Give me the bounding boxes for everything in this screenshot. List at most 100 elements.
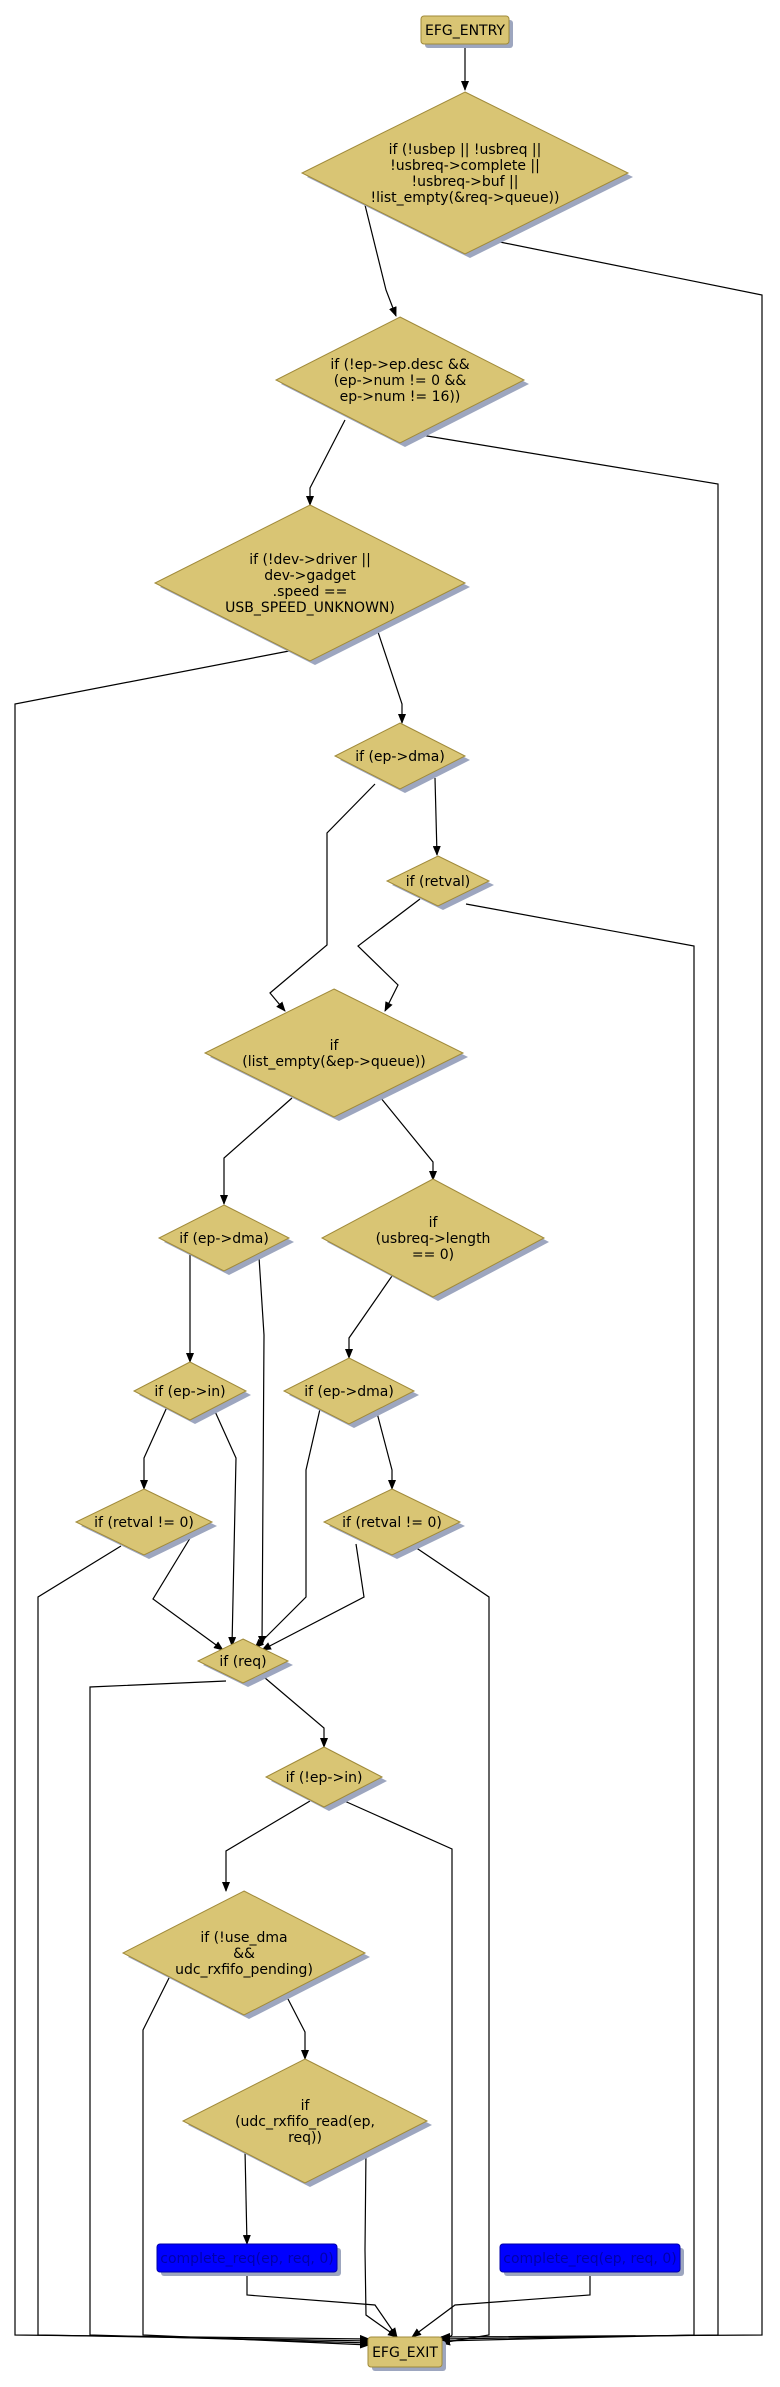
diamond-shape: [74, 1488, 214, 1556]
edge-d4-d5: [432, 777, 441, 856]
edge-d9-d13: [212, 1406, 237, 1647]
edge-d1-d2: [364, 204, 397, 317]
edge-d11-d13: [152, 1529, 224, 1651]
edges: [14, 44, 763, 2349]
edge-d15-exit: [142, 1971, 370, 2349]
edge-d12-exit: [411, 1544, 490, 2346]
decision-node-d5: if (retval): [385, 855, 494, 910]
decision-node-d14: if (!ep->in): [264, 1746, 387, 1811]
node-label-line: (list_empty(&ep->queue)): [242, 1054, 425, 1070]
decision-node-d13: if (req): [196, 1638, 293, 1687]
node-label-line: !usbreq->complete ||: [390, 158, 540, 174]
diamond-shape: [320, 1178, 546, 1298]
node-label-line: EFG_EXIT: [372, 2345, 438, 2361]
diamond-shape: [121, 1890, 367, 2016]
node-label-line: if (!usbep || !usbreq ||: [389, 142, 542, 158]
edge-d10-d12: [375, 1408, 396, 1490]
diamond-shape: [196, 1638, 290, 1684]
node-label-line: if (!ep->in): [286, 1770, 363, 1786]
node-label-line: if (!ep->ep.desc &&: [330, 357, 469, 373]
node-label-line: if (retval != 0): [94, 1515, 194, 1531]
decision-node-d7: if (ep->dma): [157, 1204, 294, 1275]
node-label-line: &&: [233, 1946, 255, 1962]
node-label-line: if: [330, 1038, 340, 1054]
box-shape: [420, 15, 510, 45]
edge-d13-d14: [257, 1671, 328, 1748]
diamond-shape: [333, 722, 467, 790]
diamond-shape: [274, 316, 526, 444]
diamond-shape: [203, 988, 465, 1118]
node-label-line: !usbreq->buf ||: [412, 174, 519, 190]
edge-d16-exit: [364, 2149, 398, 2338]
box-shape: [156, 2243, 338, 2273]
box-shape: [499, 2243, 681, 2273]
node-label-line: if: [429, 1215, 439, 1231]
node-label-line: if (ep->dma): [355, 749, 445, 765]
edge-d16-a1: [242, 2149, 251, 2245]
edge-d6-d7: [220, 1097, 293, 1205]
node-label-line: if (!use_dma: [200, 1930, 287, 1946]
edge-d4-d6: [269, 783, 376, 1012]
node-label-line: if (ep->in): [154, 1384, 225, 1400]
diamond-shape: [181, 2058, 429, 2184]
edge-d12-d13: [261, 1543, 365, 1651]
node-label-line: USB_SPEED_UNKNOWN): [225, 600, 395, 616]
decision-node-d4: if (ep->dma): [333, 722, 470, 793]
edge-d5-d6: [357, 898, 421, 1012]
decision-node-d12: if (retval != 0): [322, 1488, 465, 1559]
edge-d7-d13: [258, 1256, 267, 1646]
terminal-node-entry: EFG_ENTRY: [420, 15, 513, 48]
decision-node-d2: if (!ep->ep.desc &&(ep->num != 0 &&ep->n…: [274, 316, 529, 447]
edge-d14-exit: [339, 1798, 453, 2346]
node-label-line: (usbreq->length: [376, 1231, 491, 1247]
decision-node-d9: if (ep->in): [132, 1361, 251, 1424]
decision-node-d3: if (!dev->driver ||dev->gadget.speed ==U…: [153, 504, 470, 665]
diamond-shape: [322, 1488, 462, 1556]
diamond-shape: [264, 1746, 384, 1808]
diamond-shape: [157, 1204, 291, 1272]
node-label-line: if (!dev->driver ||: [249, 552, 371, 568]
edge-d1-exit: [440, 239, 763, 2341]
node-label-line: dev->gadget: [264, 568, 356, 584]
decision-node-d8: if(usbreq->length== 0): [320, 1178, 549, 1301]
node-label-line: == 0): [412, 1247, 454, 1263]
node-label-line: if (ep->dma): [179, 1231, 269, 1247]
diamond-shape: [300, 91, 630, 255]
edge-a2-exit: [411, 2272, 591, 2338]
node-label-line: EFG_ENTRY: [425, 23, 505, 39]
edge-d2-d3: [306, 419, 346, 506]
node-label-line: if (retval != 0): [342, 1515, 442, 1531]
terminal-node-exit: EFG_EXIT: [367, 2336, 446, 2371]
node-label-line: complete_req(ep, req, 0): [503, 2251, 676, 2267]
edge-d2-exit: [414, 433, 719, 2343]
node-label-line: if: [301, 2098, 311, 2114]
node-label-line: if (req): [219, 1654, 266, 1670]
node-label-line: if (retval): [406, 874, 471, 890]
diamond-shape: [132, 1361, 248, 1421]
edge-d10-d13: [254, 1408, 321, 1649]
decision-node-d10: if (ep->dma): [282, 1357, 419, 1428]
node-label-line: !list_empty(&req->queue)): [371, 190, 560, 206]
decision-node-d15: if (!use_dma&&udc_rxfifo_pending): [121, 1890, 370, 2019]
edge-d6-d8: [379, 1096, 437, 1181]
edge-d8-d10: [345, 1275, 393, 1359]
node-label-line: ep->num != 16)): [340, 389, 461, 405]
diamond-shape: [282, 1357, 416, 1425]
diamond-shape: [385, 855, 491, 907]
node-label-line: udc_rxfifo_pending): [175, 1962, 313, 1978]
node-label-line: req)): [288, 2130, 322, 2146]
diamond-shape: [153, 504, 467, 662]
node-label-line: (udc_rxfifo_read(ep,: [235, 2114, 375, 2130]
box-shape: [367, 2336, 443, 2368]
decision-node-d16: if(udc_rxfifo_read(ep,req)): [181, 2058, 432, 2187]
decision-node-d6: if(list_empty(&ep->queue)): [203, 988, 468, 1121]
edge-d3-d4: [377, 631, 406, 724]
decision-node-d1: if (!usbep || !usbreq ||!usbreq->complet…: [300, 91, 633, 258]
action-node-a1: complete_req(ep, req, 0): [156, 2243, 341, 2276]
edge-d14-d15: [222, 1800, 311, 1892]
edge-d5-exit: [440, 903, 695, 2345]
node-label-line: .speed ==: [273, 584, 348, 600]
action-node-a2: complete_req(ep, req, 0): [499, 2243, 684, 2276]
